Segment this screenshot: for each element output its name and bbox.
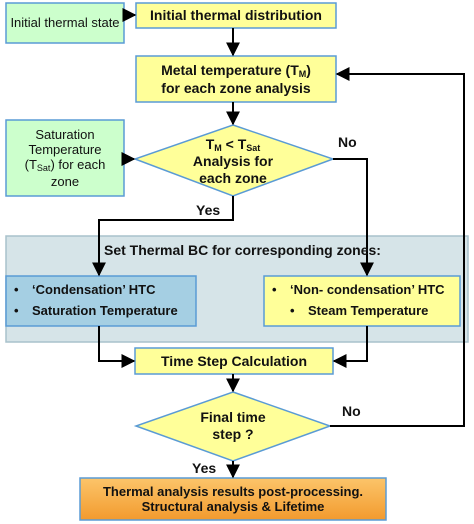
arrow-noncondensation-to-timestep [332,326,368,368]
condensation-item-1-text: ‘Condensation’ HTC [32,282,156,297]
zone-decision-sub-m: M [214,142,222,153]
initial-distribution-box [135,2,337,29]
metal-temperature-prefix: Metal temperature (T [161,61,299,78]
saturation-line2: Temperature [28,142,102,158]
saturation-line3-prefix: (T [24,157,37,173]
bullet-icon: • [14,282,19,297]
bullet-icon: • [14,303,19,318]
saturation-line3-sub: Sat [36,163,51,174]
initial-distribution-text: Initial thermal distribution [150,7,322,24]
results-line1: Thermal analysis results post-processing… [102,483,364,499]
arrow-decision-yes-to-condensation [92,196,234,277]
non-condensation-item-2: • Steam Temperature [290,303,428,318]
saturation-temperature-label: Saturation Temperature (TSat) for each z… [6,120,124,196]
zone-decision-label: TM < TSat Analysis for each zone [160,134,306,188]
edge-label-no-final: No [342,403,361,419]
time-step-label: Time Step Calculation [135,348,333,374]
initial-state-label: Initial thermal state [8,5,122,41]
saturation-line1: Saturation [35,126,95,142]
final-step-label: Final time step ? [170,405,296,447]
condensation-item-2-text: Saturation Temperature [32,303,178,318]
metal-temperature-label: Metal temperature (TM) for each zone ana… [136,56,336,102]
time-step-text: Time Step Calculation [161,352,307,369]
non-condensation-item-2-text: Steam Temperature [308,303,429,318]
non-condensation-item-1: • ‘Non- condensation’ HTC [272,282,445,297]
saturation-line4: zone [50,173,80,189]
zone-decision-line2: Analysis for [192,153,274,170]
saturation-line3-suffix: ) for each [50,157,106,173]
condensation-box [5,275,197,327]
set-bc-title: Set Thermal BC for corresponding zones: [70,239,438,261]
non-condensation-box [263,275,461,327]
zone-decision-t: T [205,135,215,152]
bullet-icon: • [272,282,277,297]
results-line2: Structural analysis & Lifetime [141,499,325,514]
edge-label-yes-zone: Yes [196,202,221,218]
set-bc-title-text: Set Thermal BC for corresponding zones: [104,241,381,258]
zone-decision-line1: TM < TSat [206,136,261,154]
condensation-item-2: • Saturation Temperature [14,303,178,318]
edge-label-yes-final: Yes [192,460,217,476]
non-condensation-item-1-text: ‘Non- condensation’ HTC [290,282,445,297]
metal-temperature-line1: Metal temperature (TM) [161,62,311,80]
edge-label-no-zone: No [338,134,357,150]
initial-distribution-label: Initial thermal distribution [136,3,336,28]
metal-temperature-sub: M [298,68,307,79]
results-box [79,477,387,521]
zone-decision-lt: < T [221,135,247,152]
arrow-condensation-to-timestep [98,326,136,368]
initial-state-box [5,2,125,44]
bullet-icon: • [290,303,295,318]
final-step-line1: Final time [200,409,266,426]
zone-decision-sub-sat: Sat [246,142,261,153]
final-step-line2: step ? [212,426,254,442]
arrow-final-no-loop-back [330,67,465,427]
results-label: Thermal analysis results post-processing… [80,478,386,520]
arrow-decision-no-to-noncondensation [333,158,374,277]
zone-decision-line3: each zone [199,169,267,186]
saturation-line3: (TSat) for each [25,157,106,174]
metal-temperature-suffix: ) [306,61,311,78]
metal-temperature-line2: for each zone analysis [161,79,311,96]
saturation-temperature-box [5,119,125,197]
condensation-item-1: • ‘Condensation’ HTC [14,282,156,297]
initial-state-text: Initial thermal state [10,15,120,31]
